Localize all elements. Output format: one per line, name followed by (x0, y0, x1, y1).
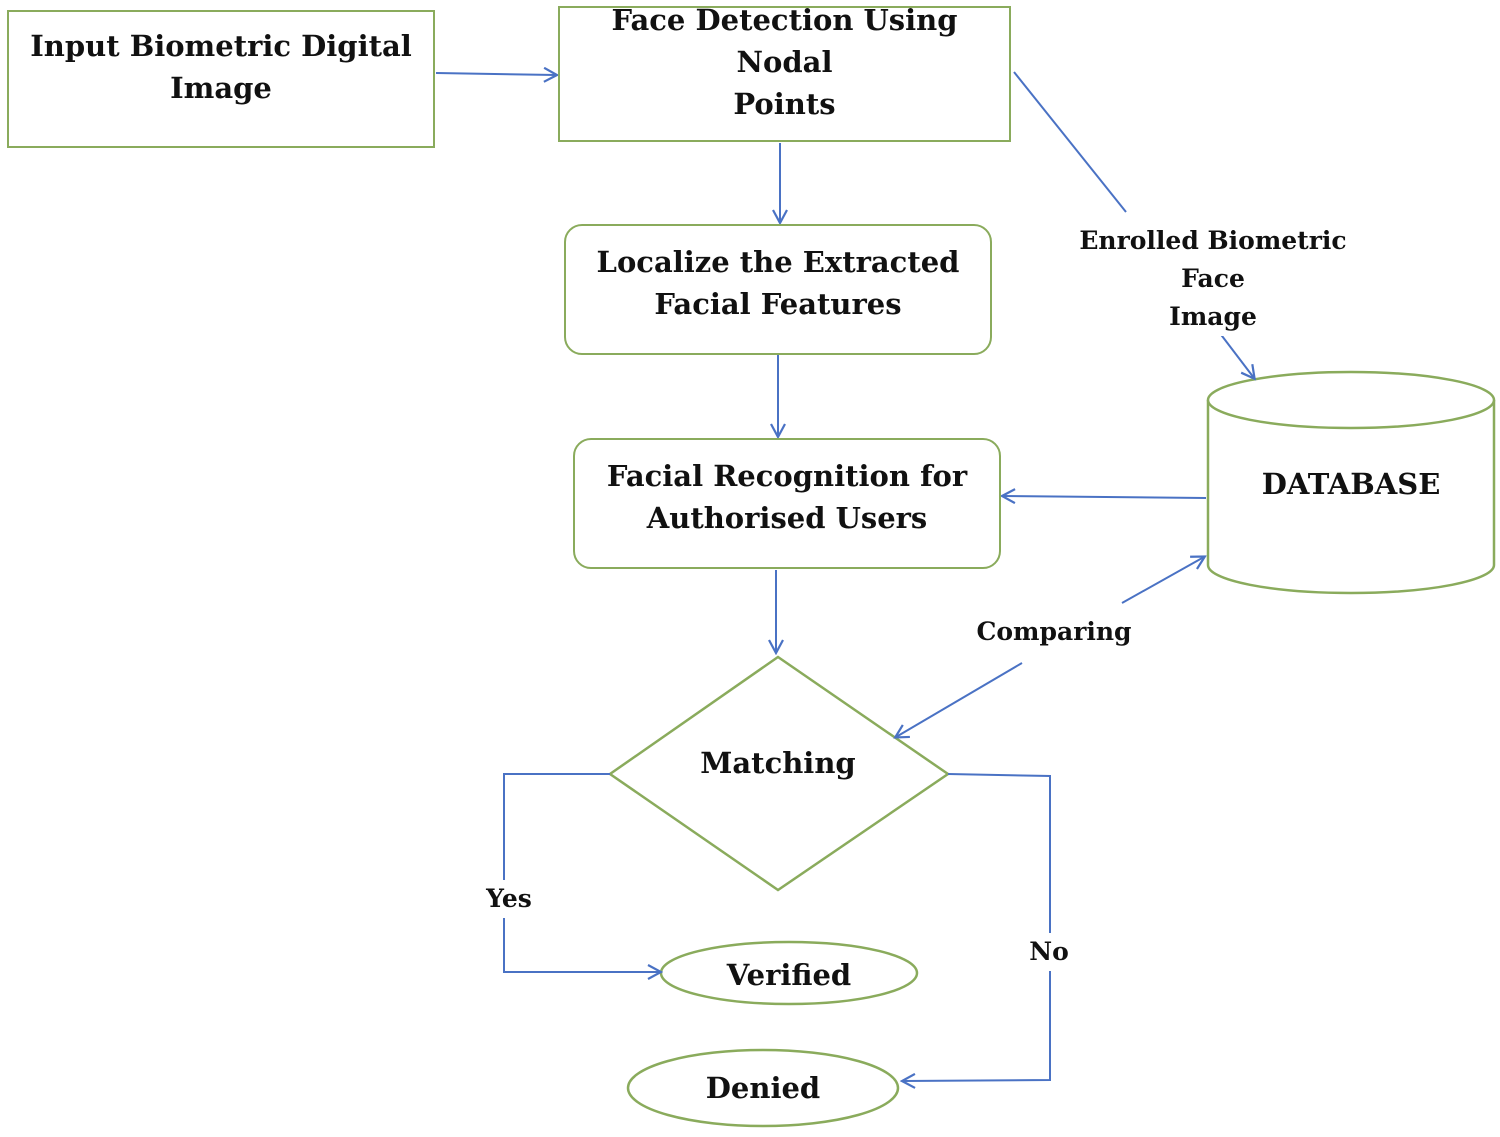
database-cylinder-shape (1206, 370, 1496, 595)
input-image-box: Input Biometric Digital Image (7, 10, 435, 148)
arrow-comparing-to-database (1121, 557, 1204, 604)
no-edge-label: No (1024, 933, 1074, 971)
comparing-edge-label: Comparing (976, 613, 1132, 651)
face-detection-label: Face Detection Using Nodal Points (611, 3, 958, 121)
facial-recognition-label: Facial Recognition for Authorised Users (606, 458, 968, 535)
verified-label: Verified (726, 958, 852, 992)
localize-features-box: Localize the Extracted Facial Features (564, 224, 992, 355)
arrow-comparing-to-matching (896, 662, 1023, 737)
arrow-yes-to-verified (503, 773, 660, 972)
matching-label: Matching (700, 746, 856, 780)
arrow-no-to-denied (903, 773, 1051, 1081)
input-image-label: Input Biometric Digital Image (30, 29, 412, 105)
enrolled-edge-label: Enrolled Biometric Face Image (1062, 222, 1364, 336)
yes-edge-label: Yes (480, 880, 538, 918)
line-detection-to-enrolled-label (1013, 71, 1127, 213)
face-detection-box: Face Detection Using Nodal Points (558, 3, 1011, 142)
arrow-database-to-recognition (1003, 496, 1207, 498)
matching-diamond-shape (607, 655, 951, 892)
database-label: DATABASE (1261, 467, 1441, 501)
arrow-input-to-detection (435, 73, 556, 75)
localize-features-label: Localize the Extracted Facial Features (596, 244, 960, 321)
denied-ellipse-shape (626, 1048, 900, 1128)
denied-label: Denied (705, 1071, 821, 1105)
facial-recognition-box: Facial Recognition for Authorised Users (573, 438, 1001, 569)
